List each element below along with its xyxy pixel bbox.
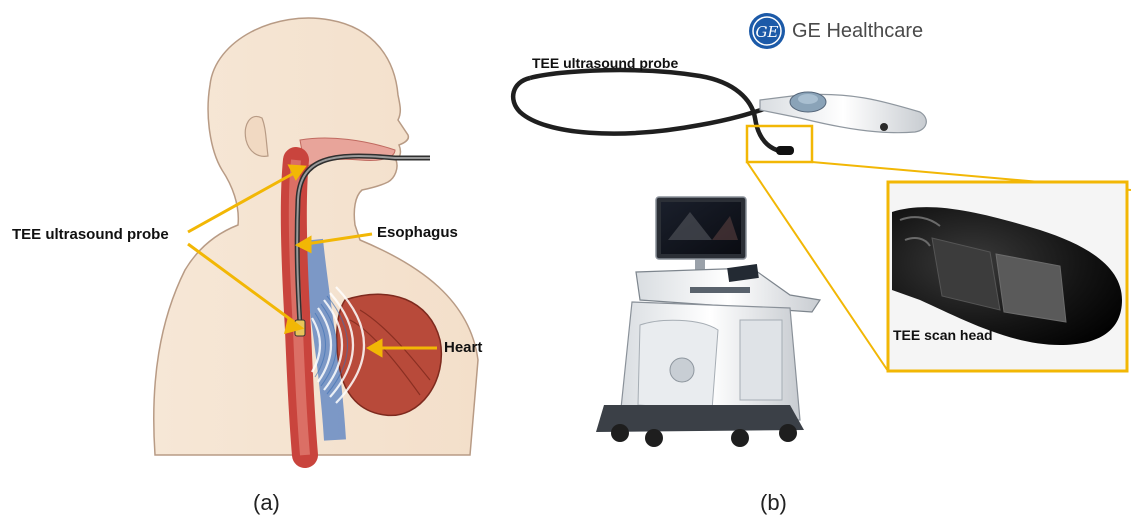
tee-probe-device (513, 70, 926, 155)
svg-text:GE: GE (756, 23, 779, 41)
caption-b: (b) (760, 490, 787, 516)
brand-name: GE Healthcare (792, 20, 923, 43)
label-scan-head: TEE scan head (893, 327, 993, 343)
caption-a: (a) (253, 490, 280, 516)
label-tee-probe-b: TEE ultrasound probe (532, 55, 678, 71)
ultrasound-machine (596, 197, 820, 447)
label-esophagus: Esophagus (377, 224, 458, 241)
ge-logo-icon: GE (749, 13, 785, 49)
label-tee-probe-a: TEE ultrasound probe (12, 226, 169, 243)
label-heart: Heart (444, 339, 482, 356)
